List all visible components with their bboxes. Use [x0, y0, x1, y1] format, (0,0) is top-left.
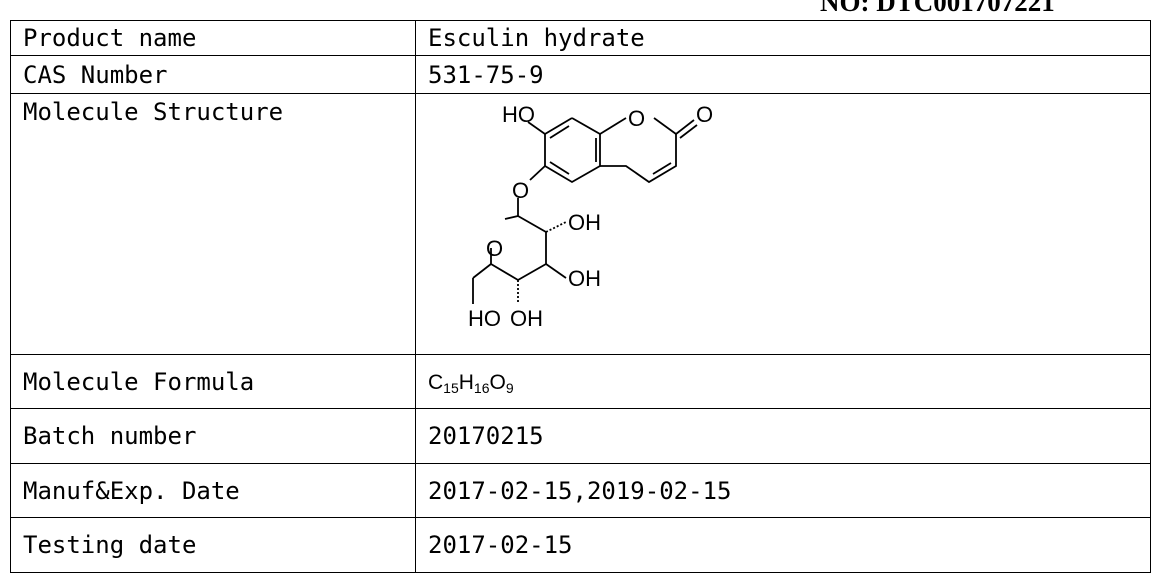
value-batch-number: 20170215 [415, 408, 1151, 464]
label-molecule-formula: Molecule Formula [10, 354, 416, 409]
value-product-name: Esculin hydrate [415, 20, 1151, 56]
table-row: Testing date 2017-02-15 [10, 517, 1151, 573]
label-ho-top: HO [502, 102, 535, 127]
label-cas-number: CAS Number [10, 55, 416, 94]
label-ho-bottom: HO [468, 306, 501, 331]
label-o-carbonyl: O [696, 102, 713, 127]
label-molecule-structure: Molecule Structure [10, 93, 416, 355]
label-product-name: Product name [10, 20, 416, 56]
label-batch-number: Batch number [10, 408, 416, 464]
value-testing-date: 2017-02-15 [415, 517, 1151, 573]
value-molecule-structure: HO O O O O OH OH HO OH [415, 93, 1151, 355]
label-testing-date: Testing date [10, 517, 416, 573]
molecule-structure-diagram: HO O O O O OH OH HO OH [468, 102, 713, 331]
table-row: Manuf&Exp. Date 2017-02-15,2019-02-15 [10, 463, 1151, 518]
table-row: Batch number 20170215 [10, 408, 1151, 464]
label-o-sugar: O [486, 236, 503, 261]
value-manuf-exp-date: 2017-02-15,2019-02-15 [415, 463, 1151, 518]
document-number: NO: DTC001707221 [820, 0, 1055, 17]
label-o-ether: O [512, 178, 529, 203]
table-row: Product name Esculin hydrate [10, 20, 1151, 56]
table-row: CAS Number 531-75-9 [10, 55, 1151, 94]
label-oh-bottom: OH [510, 306, 543, 331]
label-oh-right: OH [568, 210, 601, 235]
label-o-ring: O [628, 106, 645, 131]
value-molecule-formula: C15H16O9 [415, 354, 1151, 409]
molecule-formula: C15H16O9 [428, 371, 514, 396]
table-row: Molecule Formula C15H16O9 [10, 354, 1151, 409]
product-spec-table: Product name Esculin hydrate CAS Number … [10, 20, 1151, 573]
label-manuf-exp-date: Manuf&Exp. Date [10, 463, 416, 518]
value-cas-number: 531-75-9 [415, 55, 1151, 94]
label-oh-mid: OH [568, 266, 601, 291]
table-row: Molecule Structure [10, 93, 1151, 355]
